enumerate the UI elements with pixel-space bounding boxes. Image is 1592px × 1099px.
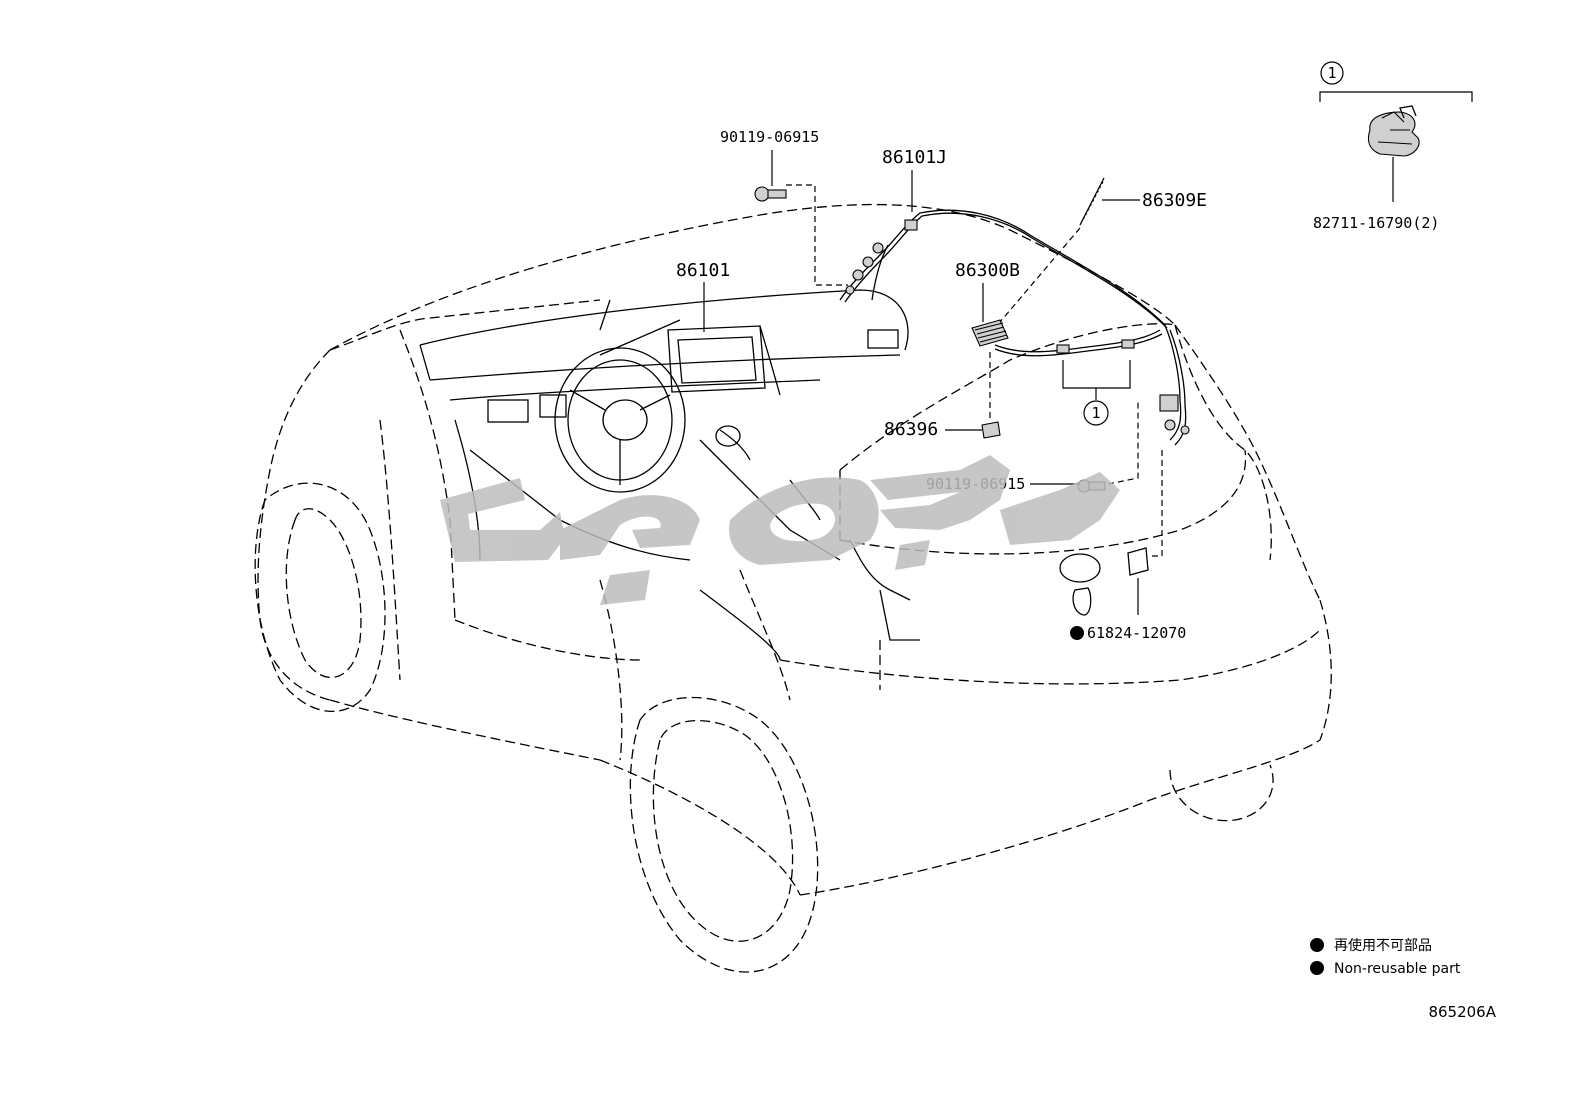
label-86300B[interactable]: 86300B (955, 260, 1020, 281)
interior-dashboard (419, 289, 920, 661)
car-body-outline (254, 203, 1332, 973)
clip-86396-part (981, 421, 1001, 439)
bolt-top-part (754, 186, 787, 202)
label-86396[interactable]: 86396 (884, 419, 938, 440)
wire-harness-86101J (839, 209, 1190, 446)
legend-en: Non-reusable part (1334, 961, 1461, 977)
group-ref-top: 1 (1320, 61, 1344, 85)
antenna-rod-86309E (1079, 177, 1105, 226)
svg-text:1: 1 (1327, 64, 1336, 82)
label-86309E[interactable]: 86309E (1142, 190, 1207, 211)
label-86101[interactable]: 86101 (676, 260, 730, 281)
leader-lines (703, 91, 1473, 615)
svg-text:1: 1 (1091, 404, 1100, 422)
legend-bullet-jp (1310, 938, 1324, 952)
label-bolt-top[interactable]: 90119-06915 (720, 128, 819, 146)
legend-jp: 再使用不可部品 (1334, 937, 1432, 954)
clip-82711-part (1367, 105, 1420, 157)
legend: 再使用不可部品 Non-reusable part (1310, 937, 1461, 977)
panel-61824-part (1059, 547, 1149, 616)
watermark-logo (440, 455, 1120, 605)
label-86101J[interactable]: 86101J (882, 147, 947, 168)
non-reusable-marker-61824 (1070, 626, 1084, 640)
label-82711[interactable]: 82711-16790(2) (1313, 214, 1439, 232)
label-61824[interactable]: 61824-12070 (1087, 624, 1186, 642)
antenna-amplifier-86300B (971, 319, 1163, 357)
legend-bullet-en (1310, 961, 1324, 975)
group-ref-mid: 1 (1083, 400, 1109, 426)
diagram-ref-code: 865206A (1428, 1003, 1496, 1021)
